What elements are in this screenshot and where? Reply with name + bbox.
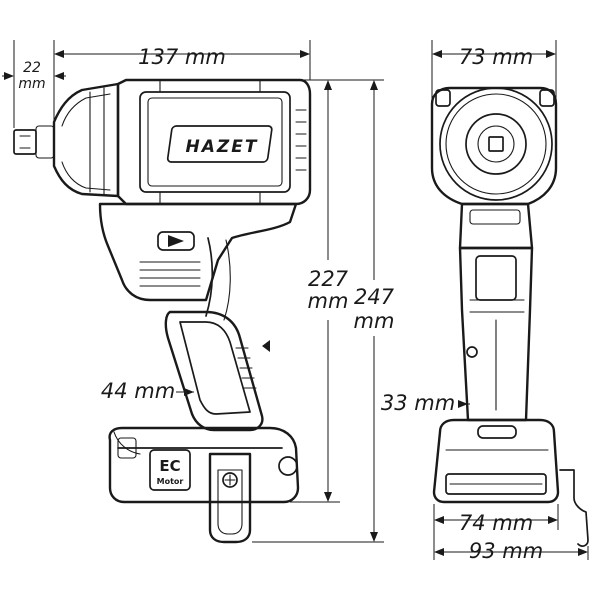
dim-label-base-width: 93 mm [469,539,543,563]
motor-body: HAZET [116,78,312,206]
dim-label-height-247-unit: mm [354,309,395,333]
dim-base-width: 93 mm [434,539,589,563]
dim-label-grip-width: 33 mm [381,391,455,415]
dim-height-247: 247 mm [252,79,395,543]
dim-overall-length: 137 mm [53,40,311,122]
hammer-housing [52,82,120,198]
dim-label-head-width: 73 mm [459,45,533,69]
dim-label-height-247-value: 247 [354,285,395,309]
dim-label-grip-depth: 44 mm [101,379,175,403]
dim-height-227: 227 mm [290,79,349,503]
dim-label-height-227-value: 227 [308,267,349,291]
anvil-square-drive [13,125,55,159]
dim-head-width: 73 mm [431,40,557,100]
dim-label-height-227-unit: mm [308,289,349,313]
battery-pack: EC Motor [108,426,300,504]
front-view [430,86,589,547]
front-neck [458,202,534,301]
side-view: HAZET [13,78,312,544]
front-grip [458,246,534,422]
belt-hook [559,469,589,547]
handle-grip [164,310,270,432]
dim-grip-width: 33 mm [381,391,470,415]
brand-logo: HAZET [186,137,259,157]
dim-anvil-offset: 22 mm [2,40,66,128]
dim-battery-width: 74 mm [433,504,559,560]
motor-badge-label: Motor [157,477,184,486]
front-head [430,86,558,206]
dim-label-anvil-offset-value: 22 [23,60,41,76]
dim-grip-depth: 44 mm [101,379,194,403]
front-battery [432,418,560,504]
switch-housing [98,202,298,321]
dim-label-anvil-offset-unit: mm [18,76,45,92]
ec-badge-label: EC [159,457,180,475]
dim-label-battery-width: 74 mm [459,511,533,535]
dim-label-overall-length: 137 mm [138,45,226,69]
belt-clip [208,452,252,544]
